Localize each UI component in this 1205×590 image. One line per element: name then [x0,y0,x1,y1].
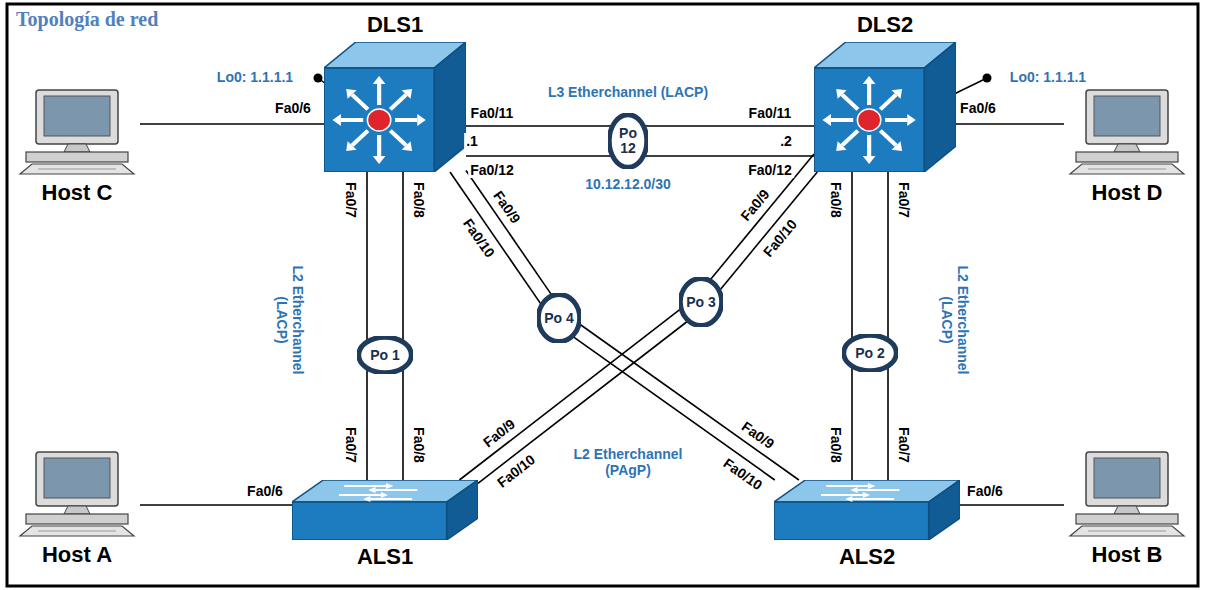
computer-icon [14,88,140,176]
link-cable [645,155,814,157]
host-computer: Host B [1064,450,1190,576]
port-label: Fa0/6 [958,100,998,116]
host-name: Host D [1064,180,1190,206]
channel-label: Po 12 [614,126,642,156]
port-label: Fa0/10 [492,450,539,492]
access-switch: ALS1 [292,480,478,578]
port-label: Fa0/7 [343,425,359,465]
port-label: .2 [778,133,794,149]
port-label: Fa0/8 [411,425,427,465]
port-channel: Po 3 [679,277,723,327]
link-cable [851,172,853,338]
icon-holder [14,450,140,538]
link-cable [645,125,814,127]
link-cable [466,125,611,127]
icon-holder [292,480,478,540]
host-computer: Host D [1064,88,1190,208]
link-cable [720,172,817,290]
multilayer-switch: DLS2 [814,12,956,172]
port-label: Fa0/12 [468,162,516,178]
icon-holder [1064,88,1190,176]
link-cable [887,172,889,338]
port-label: Fa0/10 [759,215,802,262]
switch-name: DLS2 [814,12,956,38]
access-switch: ALS2 [774,480,960,578]
link-cable [140,504,292,506]
port-label: Fa0/9 [737,417,779,453]
host-computer: Host A [14,450,140,576]
access-switch-icon [774,480,960,540]
channel-label: Po 2 [848,346,892,361]
port-label: Fa0/6 [273,100,313,116]
computer-icon [14,450,140,538]
link-cable [366,172,368,340]
switch-name: DLS1 [324,12,466,38]
host-name: Host B [1064,542,1190,568]
link-cable [402,370,404,480]
port-label: Fa0/9 [478,414,519,451]
port-label: Fa0/7 [343,180,359,220]
channel-label: Po 1 [363,348,407,363]
host-name: Host C [14,180,140,206]
port-channel: Po 2 [842,334,898,372]
host-name: Host A [14,542,140,568]
network-note: L2 Etherchannel (LACP) [274,257,306,383]
switch-name: ALS2 [774,544,960,570]
link-cable [887,368,889,480]
switch-name: ALS1 [292,544,478,570]
port-channel: Po 4 [537,293,581,343]
network-note: L3 Etherchannel (LACP) [546,84,710,100]
network-note: 10.12.12.0/30 [583,176,673,192]
link-cable [402,172,404,340]
network-note: L2 Etherchannel (LACP) [939,257,971,383]
network-note: L2 Etherchannel (PAgP) [559,446,697,478]
computer-icon [1064,88,1190,176]
loopback-dot [314,74,323,83]
port-label: Fa0/7 [896,180,912,220]
loopback-dot [983,74,992,83]
icon-holder [324,42,466,172]
frame [7,4,1198,586]
icon-holder [14,88,140,176]
port-label: Fa0/11 [747,105,794,121]
link-cable [450,172,541,304]
port-label: Fa0/8 [828,180,844,220]
port-label: Fa0/6 [245,483,285,499]
link-cable [466,155,611,157]
port-label: .1 [464,133,480,149]
port-label: Fa0/10 [459,214,499,262]
link-cable [960,504,1064,506]
computer-icon [1064,450,1190,538]
link-cable [956,123,1064,125]
network-note: Lo0: 1.1.1.1 [1008,69,1088,85]
port-label: Fa0/10 [719,454,767,494]
access-switch-icon [292,480,478,540]
host-computer: Host C [14,88,140,208]
link-cable [366,370,368,480]
port-label: Fa0/6 [965,483,1005,499]
port-label: Fa0/8 [411,180,427,220]
network-note: Lo0: 1.1.1.1 [215,69,295,85]
port-label: Fa0/11 [469,105,516,121]
multilayer-switch: DLS1 [324,12,466,172]
channel-label: Po 3 [685,295,717,310]
port-label: Fa0/9 [736,185,774,226]
port-channel: Po 12 [608,113,648,169]
icon-holder [814,42,956,172]
port-channel: Po 1 [357,336,413,374]
multilayer-switch-icon [324,42,466,172]
link-cable [140,123,324,125]
port-label: Fa0/8 [828,425,844,465]
channel-label: Po 4 [543,311,575,326]
link-cable [851,368,853,480]
port-label: Fa0/7 [896,425,912,465]
link-cable [711,154,815,280]
diagram-title: Topología de red [16,8,158,31]
port-label: Fa0/12 [746,162,794,178]
icon-holder [1064,450,1190,538]
port-label: Fa0/9 [489,186,525,228]
multilayer-switch-icon [814,42,956,172]
icon-holder [774,480,960,540]
